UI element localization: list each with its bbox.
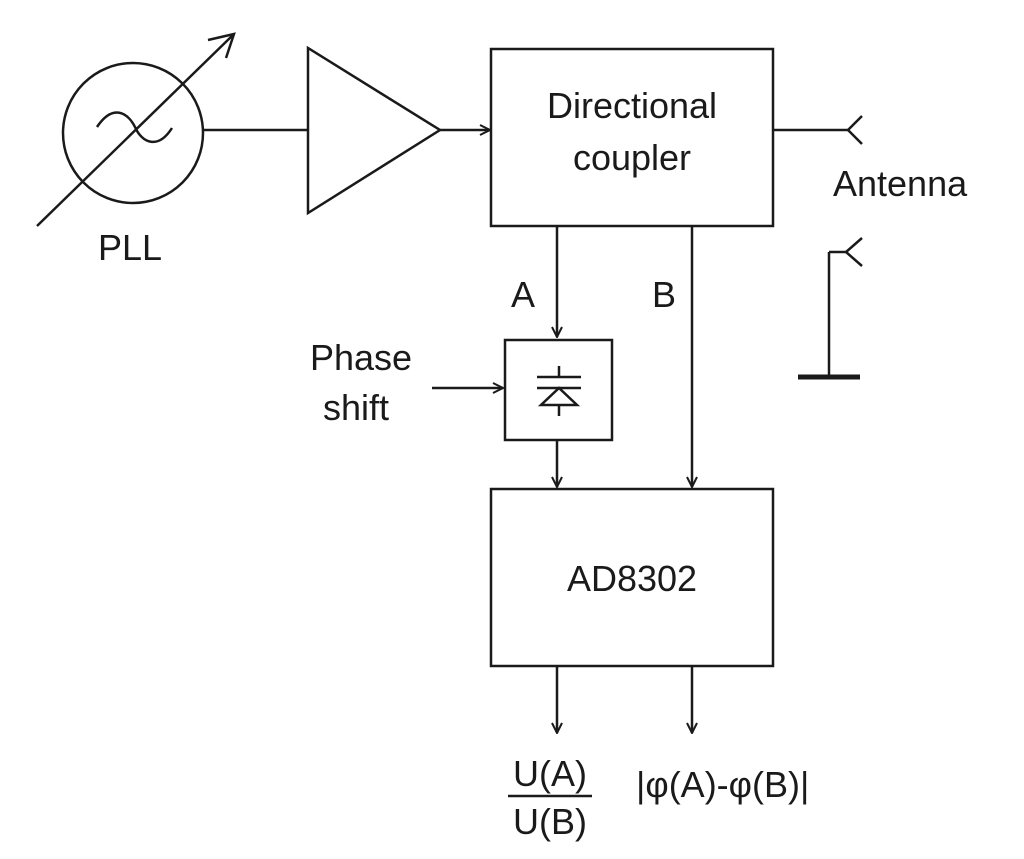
signal-b-label: B <box>652 274 677 315</box>
ad8302-detector-box <box>489 487 775 668</box>
varactor-diode-triangle-icon <box>537 386 581 407</box>
variable-arrow-head-icon <box>207 32 236 59</box>
detector-label: AD8302 <box>566 558 698 599</box>
coupler-label-line1: Directional <box>546 85 718 126</box>
variable-arrow-line <box>36 33 235 227</box>
pll-label: PLL <box>98 227 163 268</box>
ratio-denominator-label: U(B) <box>513 801 587 842</box>
coupler-label-line2: coupler <box>572 137 692 178</box>
phase-shift-label-line2: shift <box>323 387 390 428</box>
phase-difference-label: |φ(A)-φ(B)| <box>636 764 810 805</box>
phase-shifter-box <box>503 338 614 442</box>
phase-shift-label-line1: Phase <box>310 337 413 378</box>
antenna-label: Antenna <box>833 163 968 204</box>
pll-oscillator-circle <box>61 61 205 205</box>
amplifier-triangle <box>306 45 443 216</box>
signal-a-label: A <box>511 274 536 315</box>
ratio-numerator-label: U(A) <box>513 753 587 794</box>
antenna-upper-terminal-icon <box>847 115 863 145</box>
antenna-lower-terminal-icon <box>844 237 863 267</box>
directional-coupler-box <box>489 47 775 228</box>
sine-wave-icon <box>95 111 174 143</box>
